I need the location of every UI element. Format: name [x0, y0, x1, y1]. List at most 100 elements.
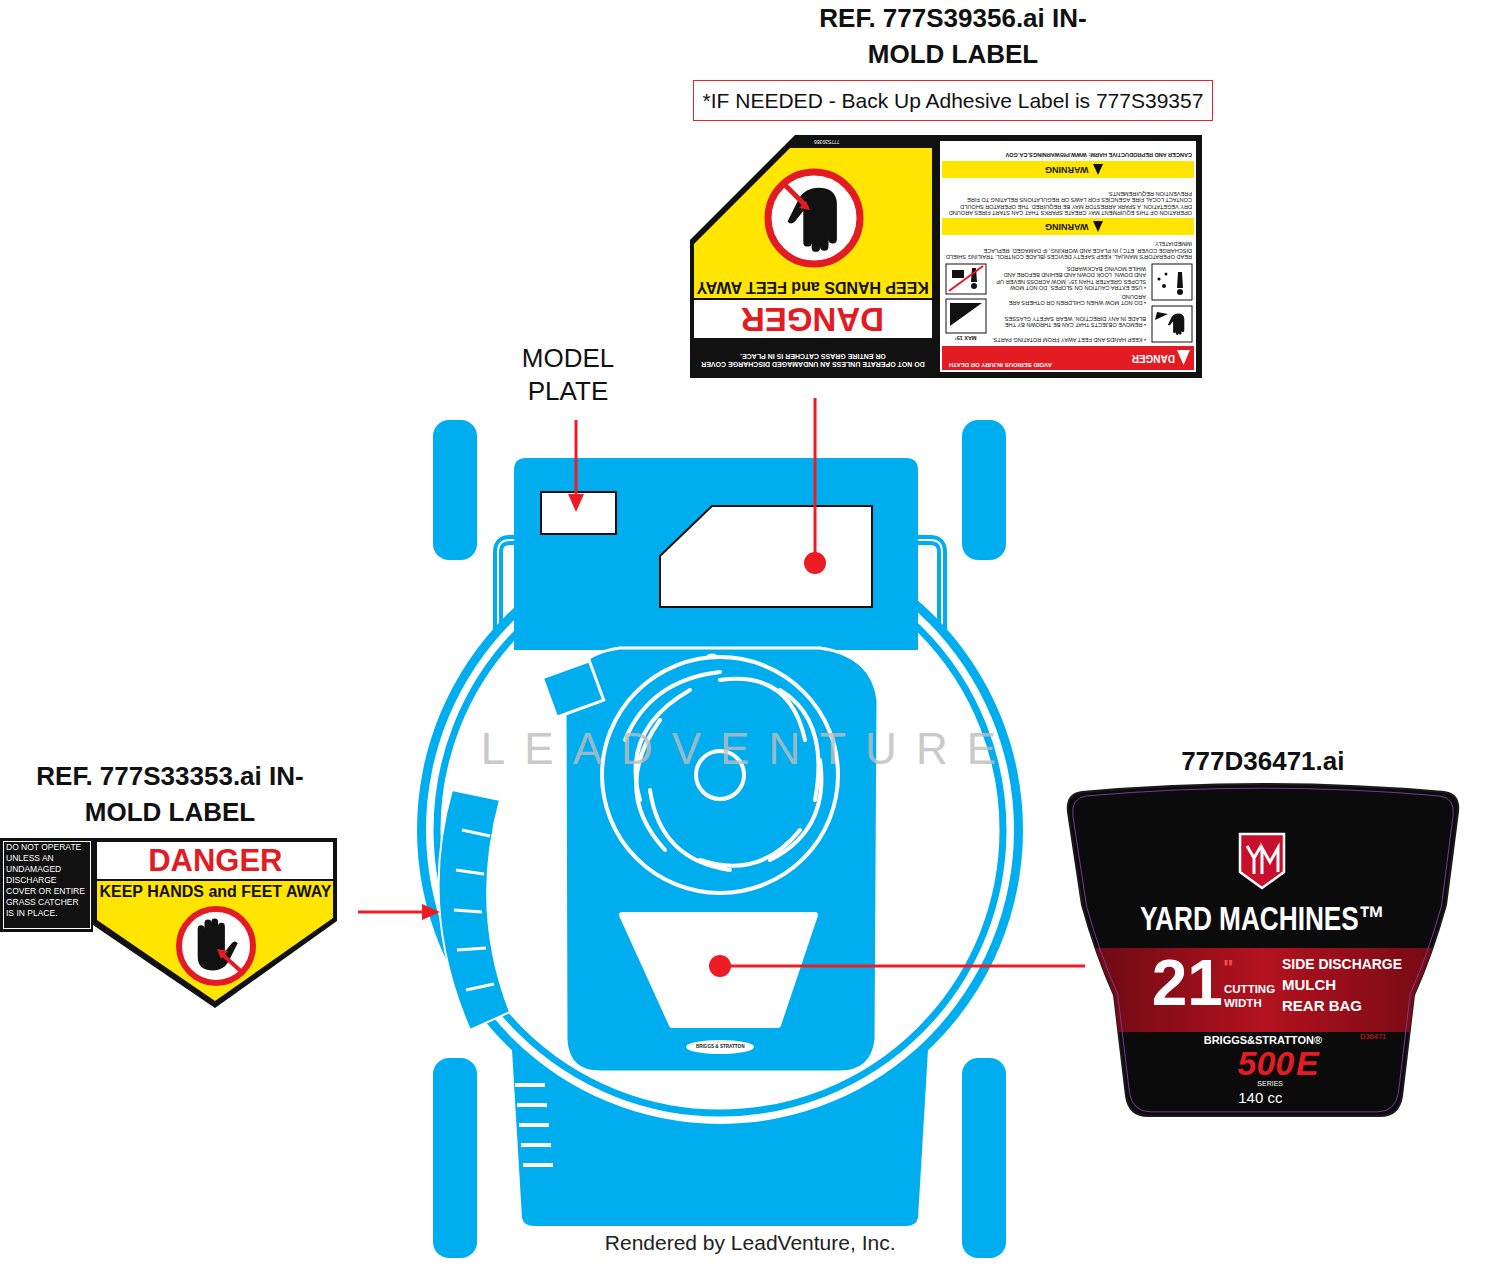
displacement: 140 cc — [1238, 1088, 1283, 1108]
chute-rib — [457, 948, 486, 950]
leader-line — [575, 420, 578, 496]
model-decal-graphic — [1073, 788, 1454, 1112]
danger-decal-graphic — [223, 955, 244, 974]
safety-decal-graphic — [799, 201, 810, 210]
danger-decal-graphic — [217, 949, 228, 959]
safety-decal-graphic — [952, 270, 964, 278]
engine-brand: BRIGGS&STRATTON® — [1203, 1033, 1322, 1047]
danger-decal-graphic — [0, 838, 337, 1008]
model-decal: 777D36471.aiYARD MACHINES™21"CUTTING WID… — [1060, 770, 1465, 1120]
note-text: *IF NEEDED - Back Up Adhesive Label is 7… — [703, 84, 1204, 117]
safety-decal-graphic — [1155, 312, 1168, 320]
leader-line — [804, 552, 826, 574]
rear-grille — [515, 1085, 553, 1165]
recoil-cover — [602, 657, 838, 893]
part-code: 777S39356 — [814, 138, 840, 146]
safety-decal-graphic — [1157, 277, 1160, 280]
safety-decal-graphic — [1093, 164, 1103, 175]
signal-word: DANGER — [741, 301, 885, 337]
safety-decal-graphic — [950, 303, 982, 326]
mower-body — [417, 420, 1023, 1258]
danger-decal-graphic — [0, 838, 337, 1008]
safety-decal-graphic — [768, 172, 860, 264]
warning-text: CANCER AND REPRODUCTIVE HARM: WWW.P65WAR… — [944, 144, 1192, 158]
model-decal-graphic — [1240, 834, 1284, 888]
leader-line — [358, 398, 1085, 977]
part-reference: REF. 777S39356.ai IN-MOLD LABEL — [803, 0, 1103, 74]
leader-line — [422, 904, 440, 920]
signal-word: DANGER — [148, 842, 283, 879]
chute-rib — [462, 830, 490, 836]
safety-decal-graphic — [1152, 264, 1192, 300]
warning-text: DO NOT OPERATE UNLESS AN UNDAMAGED DISCH… — [698, 340, 928, 368]
rear-grille — [515, 1083, 545, 1087]
chute-rib — [466, 984, 494, 990]
slope-limit: MAX 15° — [954, 334, 977, 342]
leader-line — [726, 965, 1085, 968]
recoil-swirl — [650, 790, 730, 870]
warning-text: AVOID SERIOUS INJURY OR DEATH — [946, 348, 1052, 368]
discharge-chute — [439, 790, 510, 1030]
danger-decal-graphic — [4, 842, 91, 929]
leader-line — [814, 398, 817, 556]
part-code: D36471 — [1360, 1032, 1387, 1042]
feature-text: REAR BAG — [1282, 996, 1363, 1016]
model-decal-graphic — [1247, 846, 1278, 874]
safety-decal-graphic — [946, 299, 986, 333]
warning-text: KEEP HANDS and FEET AWAY — [696, 277, 929, 297]
safety-decal-graphic — [1177, 272, 1183, 288]
inch-mark: " — [1223, 956, 1234, 980]
chute-rib — [454, 910, 482, 912]
part-name: MODEL PLATE — [508, 342, 628, 412]
safety-decal-graphic — [782, 182, 804, 204]
wheel — [962, 1058, 1006, 1258]
leader-line — [358, 911, 424, 914]
decal-outline — [660, 506, 872, 607]
warning-text: KEEP HANDS and FEET AWAY — [99, 882, 332, 902]
warning-text: • DO NOT MOW WHEN CHILDREN OR OTHERS ARE… — [990, 292, 1146, 306]
signal-word: DANGER — [1131, 349, 1175, 367]
warning-text: DO NOT OPERATE UNLESS AN UNDAMAGED DISCH… — [6, 842, 88, 928]
safety-decal-graphic — [940, 141, 1196, 372]
cutting-width: 21 — [1151, 950, 1223, 1016]
fuel-cap — [542, 661, 603, 718]
safety-decal-graphic — [1177, 289, 1183, 295]
engine — [565, 648, 878, 1072]
danger-decal-graphic — [97, 881, 333, 1001]
engine-series: 500 — [1237, 1048, 1294, 1079]
leader-line — [709, 955, 731, 977]
warning-text: READ OPERATOR'S MANUAL. KEEP SAFETY DEVI… — [944, 237, 1192, 260]
wheel — [433, 1058, 477, 1258]
rear-grille — [517, 1103, 547, 1107]
safety-decal-graphic — [690, 135, 1202, 378]
credit: Rendered by LeadVenture, Inc. — [605, 1228, 896, 1258]
note-box: *IF NEEDED - Back Up Adhesive Label is 7… — [693, 80, 1214, 121]
warning-text: • REMOVE OBJECTS THAT CAN BE THROWN BY T… — [990, 307, 1146, 328]
rear-grille — [519, 1123, 549, 1127]
signal-word: WARNING — [1045, 219, 1089, 234]
brand-name: YARD MACHINES™ — [1140, 898, 1386, 938]
engine-badge-text: BRIGGS & STRATTON — [696, 1043, 745, 1051]
safety-decal-graphic — [949, 266, 983, 291]
signal-word: WARNING — [1045, 162, 1089, 177]
warning-text: OPERATION OF THIS EQUIPMENT MAY CREATE S… — [944, 180, 1192, 216]
safety-decal: 777S39356 DO NOT OPERATE UNLESS AN UNDAMA… — [690, 135, 1202, 378]
safety-decal-graphic — [690, 135, 1202, 378]
safety-decal-graphic — [1168, 314, 1184, 335]
wheel — [962, 420, 1006, 560]
safety-decal-graphic — [1162, 284, 1166, 288]
part-reference: 777D36471.ai — [1181, 746, 1345, 776]
model-decal-graphic — [1060, 784, 1465, 1116]
wheel — [433, 420, 477, 560]
safety-decal-graphic — [1093, 221, 1103, 232]
safety-decal-graphic — [942, 218, 1194, 235]
chute-rib — [456, 870, 484, 874]
feature-text: SIDE DISCHARGE — [1282, 954, 1403, 974]
engine-badge — [686, 1040, 754, 1054]
safety-decal-graphic — [942, 161, 1194, 178]
chute-rib — [454, 830, 494, 990]
watermark: LEADVENTURE — [480, 722, 1015, 776]
danger-decal: REF. 777S33353.ai IN-MOLD LABELDO NOT OP… — [0, 838, 340, 1010]
recoil-swirl — [700, 830, 800, 866]
